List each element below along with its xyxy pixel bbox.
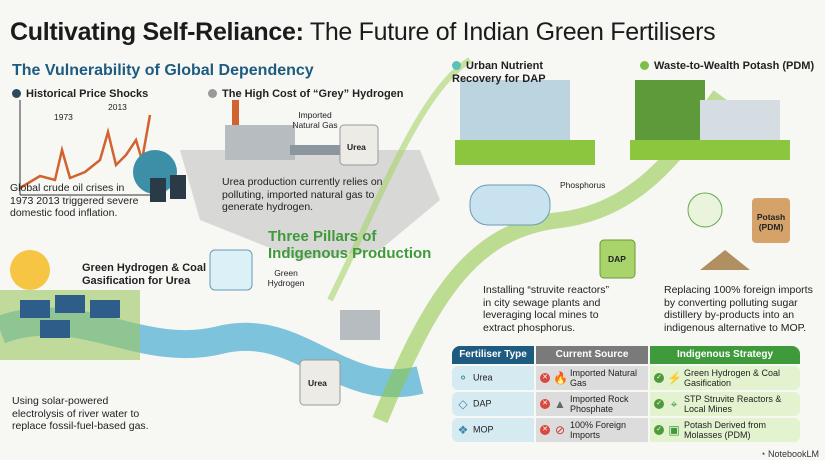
cross-icon: ✕ <box>540 425 550 435</box>
factory-icon <box>225 125 295 160</box>
map-pin-icon: ⌖ <box>670 397 678 411</box>
table-row: ◇ DAP ✕ ▲ Imported Rock Phosphate ✓ ⌖ STP Str… <box>452 392 800 416</box>
table-row: ⚬ Urea ✕🔥Imported Natural Gas ✓⚡Green Hyd… <box>452 366 800 390</box>
year-label: 2013 <box>108 102 127 112</box>
grey-hydrogen-text: Urea production currently relies on poll… <box>222 176 383 213</box>
conversion-icon <box>687 192 723 228</box>
urban-title: Urban Nutrient Recovery for DAP <box>452 60 546 85</box>
green-hydrogen-label: Green Hydrogen <box>267 268 305 288</box>
check-icon: ✓ <box>654 425 664 435</box>
source-cell: Imported Rock Phosphate <box>570 394 629 414</box>
urea-bag-label: Urea <box>308 378 327 388</box>
type-cell: MOP <box>473 424 494 435</box>
green-hydrogen-title: Green Hydrogen & Coal Gasification for U… <box>82 262 207 287</box>
comparison-table: Fertiliser Type Current Source Indigenou… <box>450 344 802 444</box>
type-cell: Urea <box>473 372 493 383</box>
sugarcane-field <box>635 80 705 140</box>
urea-bag-label: Urea <box>347 142 366 152</box>
bullet-icon <box>640 61 649 70</box>
city-icon <box>460 80 570 150</box>
sun-icon <box>10 250 50 290</box>
crystals-icon: ❖ <box>457 423 469 437</box>
potash-bag-label: Potash (PDM) <box>756 212 786 232</box>
grey-hydrogen-title: The High Cost of “Grey” Hydrogen <box>208 88 404 100</box>
urea-plant-icon <box>340 310 380 340</box>
green-path-2 <box>327 57 472 302</box>
pillars-heading: Three Pillars of Indigenous Production <box>268 228 432 262</box>
lightning-icon: ⚡ <box>667 371 682 385</box>
source-cell: Imported Natural Gas <box>570 368 638 388</box>
year-label: 1973 <box>54 112 73 122</box>
cross-icon: ✕ <box>540 373 550 383</box>
green-hydrogen-text: Using solar-powered electrolysis of rive… <box>12 395 149 432</box>
strategy-cell: STP Struvite Reactors & Local Mines <box>684 394 782 414</box>
check-icon: ✓ <box>654 399 664 409</box>
dap-bag-label: DAP <box>608 254 626 264</box>
urban-text: Installing “struvite reactors” in city s… <box>483 284 610 334</box>
check-icon: ✓ <box>654 373 664 383</box>
phosphorus-label: Phosphorus <box>560 180 606 190</box>
dap-bag-icon <box>599 239 636 279</box>
struvite-reactor-icon <box>469 184 551 226</box>
type-cell: DAP <box>473 398 492 409</box>
header-fertiliser-type: Fertiliser Type <box>452 346 534 364</box>
bullet-icon <box>208 89 217 98</box>
rock-icon: ▲ <box>554 397 566 411</box>
price-shocks-title: Historical Price Shocks <box>12 88 148 100</box>
leaf-bag-icon: ▣ <box>668 423 680 437</box>
electrolyser-icon <box>209 249 253 291</box>
header-current-source: Current Source <box>536 346 648 364</box>
cross-icon: ✕ <box>540 399 550 409</box>
oil-barrel-icon <box>150 178 166 202</box>
potash-text: Replacing 100% foreign imports by conver… <box>664 284 813 334</box>
potash-bag-icon <box>752 198 790 243</box>
strategy-cell: Potash Derived from Molasses (PDM) <box>684 420 767 440</box>
molecule-icon: ⚬ <box>457 371 469 385</box>
no-globe-icon: ⊘ <box>554 423 566 437</box>
gas-label: Imported Natural Gas <box>292 110 338 130</box>
watermark: ◔ NotebookLM <box>760 449 819 459</box>
pipe <box>290 145 370 155</box>
price-shocks-text: Global crude oil crises in 1973 2013 tri… <box>10 182 139 219</box>
vulnerability-heading: The Vulnerability of Global Dependency <box>12 62 314 79</box>
source-cell: 100% Foreign Imports <box>570 420 627 440</box>
page-title: Cultivating Self-Reliance: The Future of… <box>10 18 716 46</box>
potash-title: Waste-to-Wealth Potash (PDM) <box>640 60 814 72</box>
strategy-cell: Green Hydrogen & Coal Gasification <box>684 368 781 388</box>
crystal-icon: ◇ <box>458 397 468 411</box>
bullet-icon <box>12 89 21 98</box>
header-indigenous-strategy: Indigenous Strategy <box>650 346 800 364</box>
table-row: ❖ MOP ✕ ⊘ 100% Foreign Imports ✓ ▣ Potash Der… <box>452 418 800 442</box>
potash-pile <box>700 250 750 270</box>
bullet-icon <box>452 61 461 70</box>
notebooklm-icon: ◔ <box>760 449 768 459</box>
urea-bag-icon <box>339 124 379 166</box>
price-line <box>19 114 152 190</box>
solar-panels-icon <box>20 295 120 338</box>
cracked-ground <box>180 150 440 260</box>
flame-icon: 🔥 <box>553 371 568 385</box>
